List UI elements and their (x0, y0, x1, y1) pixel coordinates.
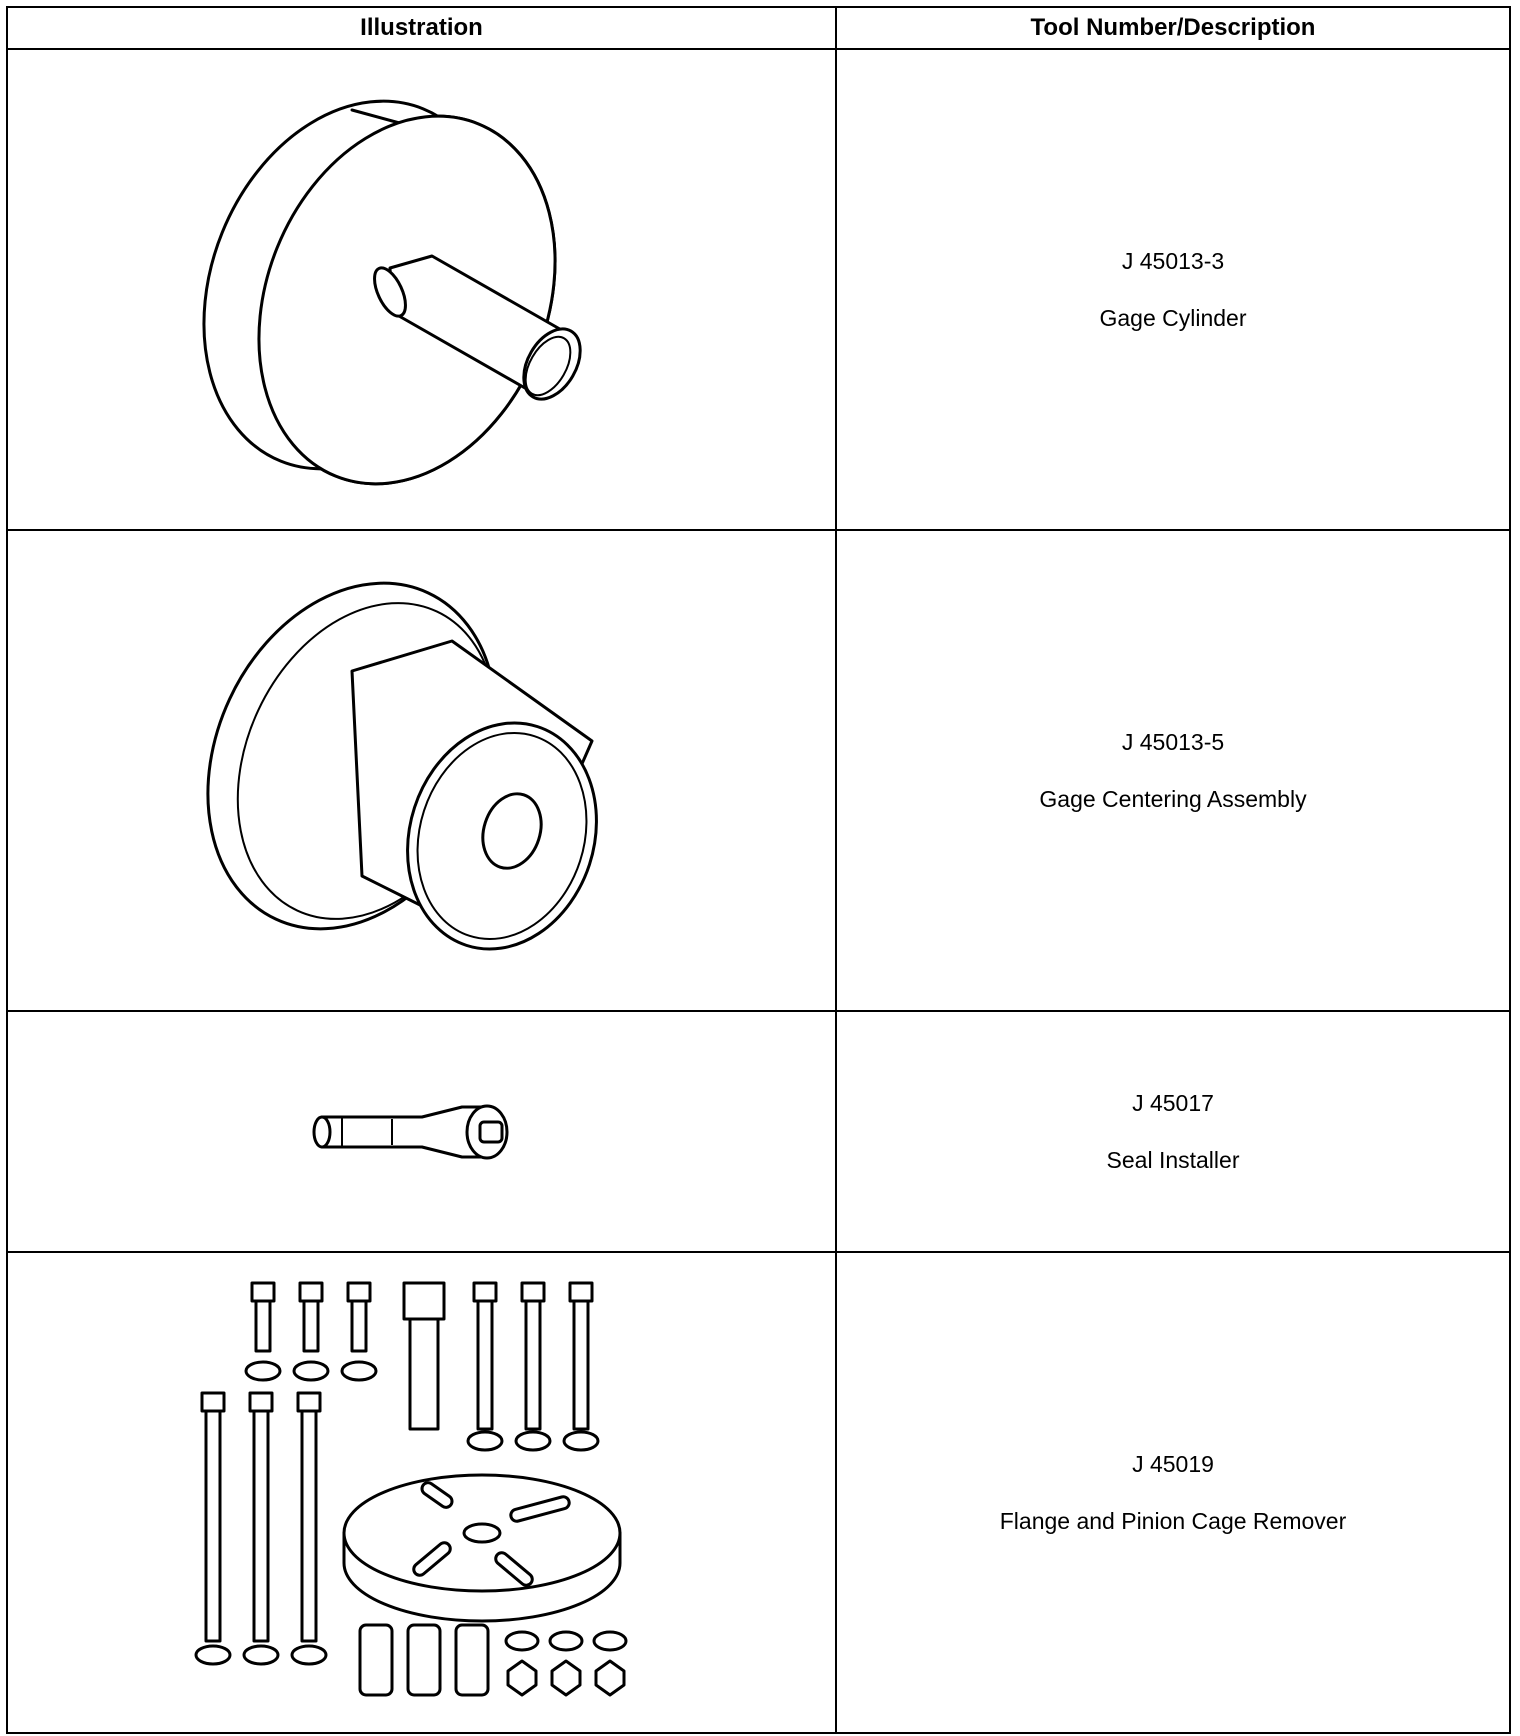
tool-number: J 45013-3 (1121, 247, 1225, 274)
description-cell: J 45013-3 Gage Cylinder (835, 48, 1511, 531)
header-tool-number-description: Tool Number/Description (835, 6, 1511, 50)
tool-number: J 45019 (1132, 1450, 1214, 1477)
table-row: J 45019 Flange and Pinion Cage Remover (6, 1251, 1511, 1734)
tool-number: J 45013-5 (1121, 728, 1225, 755)
tool-description: Gage Centering Assembly (1039, 785, 1307, 812)
table-row: J 45017 Seal Installer (6, 1010, 1511, 1253)
header-illustration: Illustration (6, 6, 837, 50)
gage-cylinder-illustration (201, 99, 582, 485)
gage-centering-assembly-illustration (205, 581, 598, 951)
table-row: J 45013-5 Gage Centering Assembly (6, 529, 1511, 1012)
seal-installer-illustration (312, 1104, 508, 1159)
illustration-cell (6, 1010, 837, 1253)
tool-table: Illustration Tool Number/Description J 4… (6, 6, 1511, 1734)
tool-description: Flange and Pinion Cage Remover (999, 1507, 1347, 1534)
tool-description: Seal Installer (1106, 1146, 1240, 1173)
description-cell: J 45013-5 Gage Centering Assembly (835, 529, 1511, 1012)
flange-pinion-cage-remover-kit-illustration (194, 1281, 627, 1696)
tool-number: J 45017 (1132, 1089, 1214, 1116)
illustration-cell (6, 48, 837, 531)
table-row: J 45013-3 Gage Cylinder (6, 48, 1511, 531)
tool-description: Gage Cylinder (1099, 304, 1247, 331)
description-cell: J 45017 Seal Installer (835, 1010, 1511, 1253)
illustration-cell (6, 529, 837, 1012)
illustration-cell (6, 1251, 837, 1734)
table-header-row: Illustration Tool Number/Description (6, 6, 1511, 50)
description-cell: J 45019 Flange and Pinion Cage Remover (835, 1251, 1511, 1734)
